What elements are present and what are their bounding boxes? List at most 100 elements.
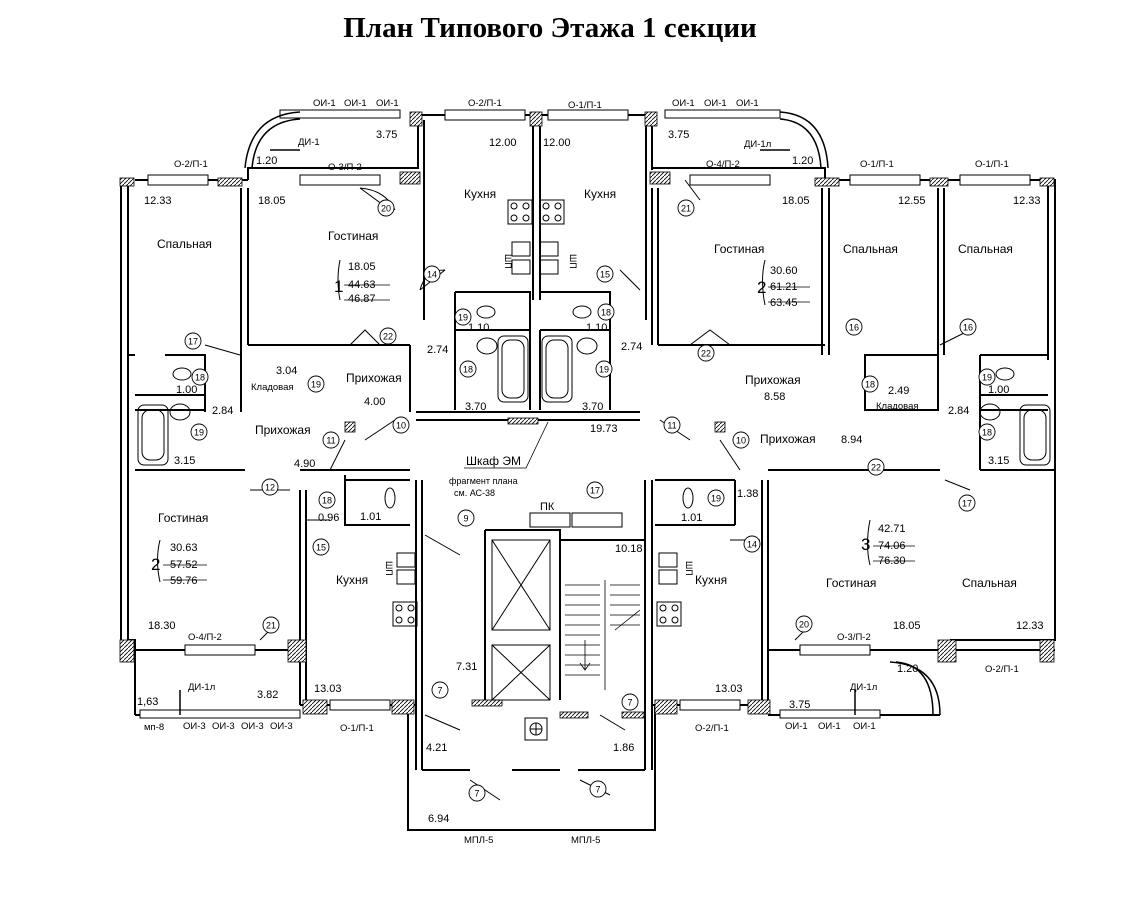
door-tag-circle xyxy=(663,416,681,434)
window-label: ОИ-3 xyxy=(183,721,206,732)
door-tag-circle xyxy=(978,368,996,386)
room-area: 2.49 xyxy=(888,385,909,397)
window-label: ОИ-1 xyxy=(344,98,367,109)
room-area: 12.00 xyxy=(543,137,571,149)
room-area: 4.90 xyxy=(294,458,315,470)
room-name: Кухня xyxy=(336,573,368,587)
door-tag: 17 xyxy=(962,499,972,509)
room-area: 2.84 xyxy=(212,405,233,417)
door-tag-circle xyxy=(743,535,761,553)
apartment-number: 2 xyxy=(151,555,160,574)
door-tag-circle xyxy=(190,423,208,441)
door-tag: 22 xyxy=(701,349,711,359)
door-tag: 12 xyxy=(265,483,275,493)
total-area: 59.76 xyxy=(170,575,198,587)
room-area: 1.38 xyxy=(737,488,758,500)
room-name: Прихожая xyxy=(760,432,816,446)
room-name: Гостиная xyxy=(328,229,378,243)
door-tag: 17 xyxy=(590,486,600,496)
door-tag-circle xyxy=(191,368,209,386)
door-tag-circle xyxy=(322,431,340,449)
room-name: Кладовая xyxy=(876,401,919,412)
apartment-number: 3 xyxy=(861,535,870,554)
hatched-walls xyxy=(119,111,1055,719)
room-area: 3.75 xyxy=(789,699,810,711)
window-label: ДИ-1л xyxy=(188,682,215,693)
total-area: 63.45 xyxy=(770,297,798,309)
door-tag: 10 xyxy=(396,421,406,431)
door-tag-circle xyxy=(795,615,813,633)
door-tag-circle xyxy=(379,327,397,345)
room-area: 3.82 xyxy=(257,689,278,701)
door-tag: 18 xyxy=(982,428,992,438)
room-area: 3.15 xyxy=(988,455,1009,467)
room-area: 1.01 xyxy=(360,511,381,523)
window-label: О-2/П-1 xyxy=(695,723,729,734)
door-tag: 22 xyxy=(383,332,393,342)
room-area: 8.94 xyxy=(841,434,862,446)
room-area: 18.05 xyxy=(893,620,921,632)
room-area: 4.21 xyxy=(426,742,447,754)
window-openings xyxy=(139,109,1031,719)
room-area: 18.30 xyxy=(148,620,176,632)
room-areas: 3.75 1.20 12.00 12.00 3.75 1.20 12.33 18… xyxy=(137,129,1044,825)
room-area: 12.00 xyxy=(489,137,517,149)
room-name: Прихожая xyxy=(346,371,402,385)
door-tag-circle xyxy=(621,693,639,711)
door-tag: 18 xyxy=(865,380,875,390)
shaft-label: ШП xyxy=(503,254,513,269)
door-tag-circle xyxy=(423,265,441,283)
room-area: 13.03 xyxy=(715,683,743,695)
apartment-1: 1 18.05 44.63 46.87 xyxy=(334,259,390,305)
room-name: Прихожая xyxy=(255,423,311,437)
room-area: 12.33 xyxy=(1016,620,1044,632)
room-area: 2.74 xyxy=(621,341,642,353)
door-tag-circle xyxy=(261,478,279,496)
fragment-note: см. АС-38 xyxy=(454,488,495,498)
door-tag: 21 xyxy=(266,621,276,631)
flat-area: 61.21 xyxy=(770,281,798,293)
window-label: МПЛ-5 xyxy=(464,835,493,846)
door-tag-circle xyxy=(312,538,330,556)
window-label: О-1/П-1 xyxy=(340,723,374,734)
room-area: 1.86 xyxy=(613,742,634,754)
room-area: 3.70 xyxy=(465,401,486,413)
stairs xyxy=(565,580,641,690)
room-name: Гостиная xyxy=(826,576,876,590)
door-tag-circle xyxy=(184,332,202,350)
room-area: 1,63 xyxy=(137,696,158,708)
door-tag: 19 xyxy=(599,365,609,375)
window-label: ОИ-1 xyxy=(376,98,399,109)
door-tag-circle xyxy=(697,344,715,362)
door-tag-circle xyxy=(597,303,615,321)
door-tag-circle xyxy=(457,509,475,527)
door-tag-circle xyxy=(454,308,472,326)
bath-fixtures xyxy=(137,305,1051,509)
room-area: 0.96 xyxy=(318,512,339,524)
door-tag-circle xyxy=(845,318,863,336)
door-tag: 11 xyxy=(326,436,335,446)
window-label: ОИ-1 xyxy=(818,721,841,732)
room-area: 3.70 xyxy=(582,401,603,413)
door-tag: 19 xyxy=(311,380,321,390)
cabinet-label: Шкаф ЭМ xyxy=(466,454,521,468)
door-tag: 21 xyxy=(681,204,691,214)
window-label: О-2/П-1 xyxy=(468,98,502,109)
room-area: 4.00 xyxy=(364,396,385,408)
room-area: 3.04 xyxy=(276,365,297,377)
door-tag: 7 xyxy=(595,785,600,795)
total-area: 76.30 xyxy=(878,555,906,567)
door-tag-circle xyxy=(707,489,725,507)
window-label: ДИ-1л xyxy=(744,139,771,150)
room-name: Гостиная xyxy=(714,242,764,256)
door-tag: 10 xyxy=(736,436,746,446)
shaft-label: ШП xyxy=(384,561,394,576)
window-label: О-4/П-2 xyxy=(188,632,222,643)
window-label: ОИ-1 xyxy=(704,98,727,109)
door-tag: 15 xyxy=(316,543,326,553)
room-name: Кухня xyxy=(695,573,727,587)
room-area: 1.10 xyxy=(586,322,607,334)
apartment-2-bottom: 2 30.63 57.52 59.76 xyxy=(151,539,207,587)
living-area: 30.60 xyxy=(770,265,798,277)
door-tag-circle xyxy=(307,375,325,393)
